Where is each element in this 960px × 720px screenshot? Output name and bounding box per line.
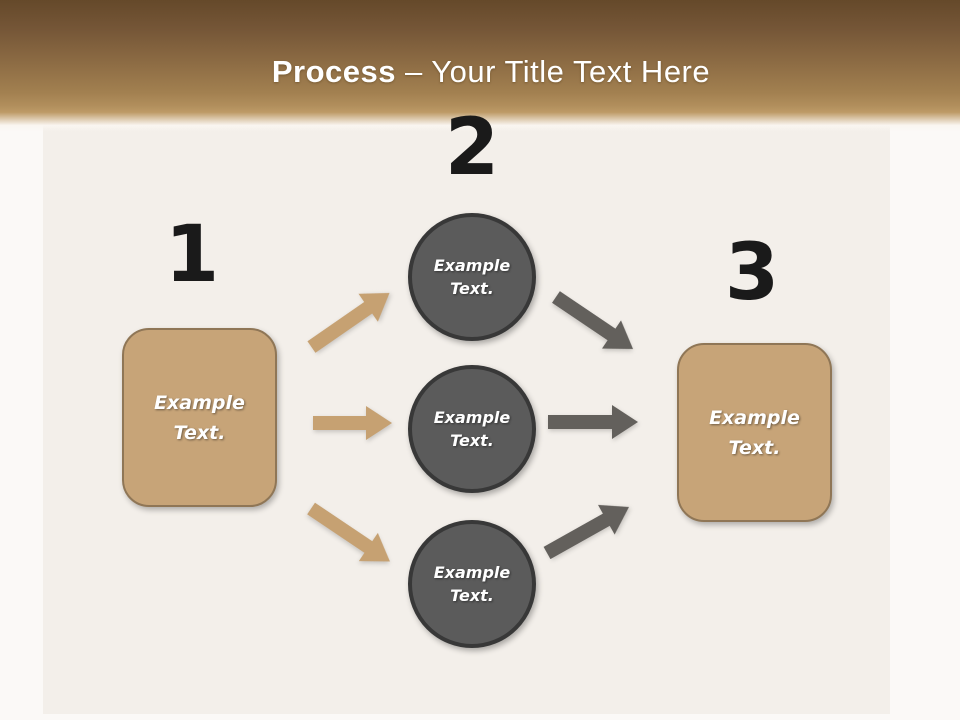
header-bar: Process– Your Title Text Here bbox=[0, 0, 960, 132]
title-rest-text: – Your Title Text Here bbox=[405, 54, 711, 89]
gray-arrow-right-icon bbox=[548, 405, 638, 439]
title-bold-text: Process bbox=[271, 54, 397, 89]
process-circle-2: Example Text. bbox=[408, 365, 536, 493]
right-process-box-label: Example Text. bbox=[709, 406, 800, 459]
left-process-box: Example Text. bbox=[122, 328, 277, 507]
right-process-box: Example Text. bbox=[677, 343, 832, 522]
process-circle-2-label: Example Text. bbox=[433, 408, 511, 450]
process-circle-3-label: Example Text. bbox=[433, 563, 511, 605]
process-circle-1-label: Example Text. bbox=[433, 256, 511, 298]
step-number-1: 1 bbox=[164, 210, 220, 300]
process-circle-1: Example Text. bbox=[408, 213, 536, 341]
tan-arrow-right-icon bbox=[313, 406, 392, 440]
tan-arrow-down-right-icon bbox=[307, 502, 390, 562]
gray-arrow-up-right-icon bbox=[543, 504, 629, 560]
left-process-box-label: Example Text. bbox=[154, 391, 245, 444]
gray-arrow-down-right-icon bbox=[552, 291, 634, 350]
process-circle-3: Example Text. bbox=[408, 520, 536, 648]
tan-arrow-up-right-icon bbox=[307, 292, 390, 353]
slide-title: Process– Your Title Text Here bbox=[0, 54, 960, 90]
step-number-3: 3 bbox=[724, 228, 780, 318]
step-number-2: 2 bbox=[444, 103, 500, 193]
